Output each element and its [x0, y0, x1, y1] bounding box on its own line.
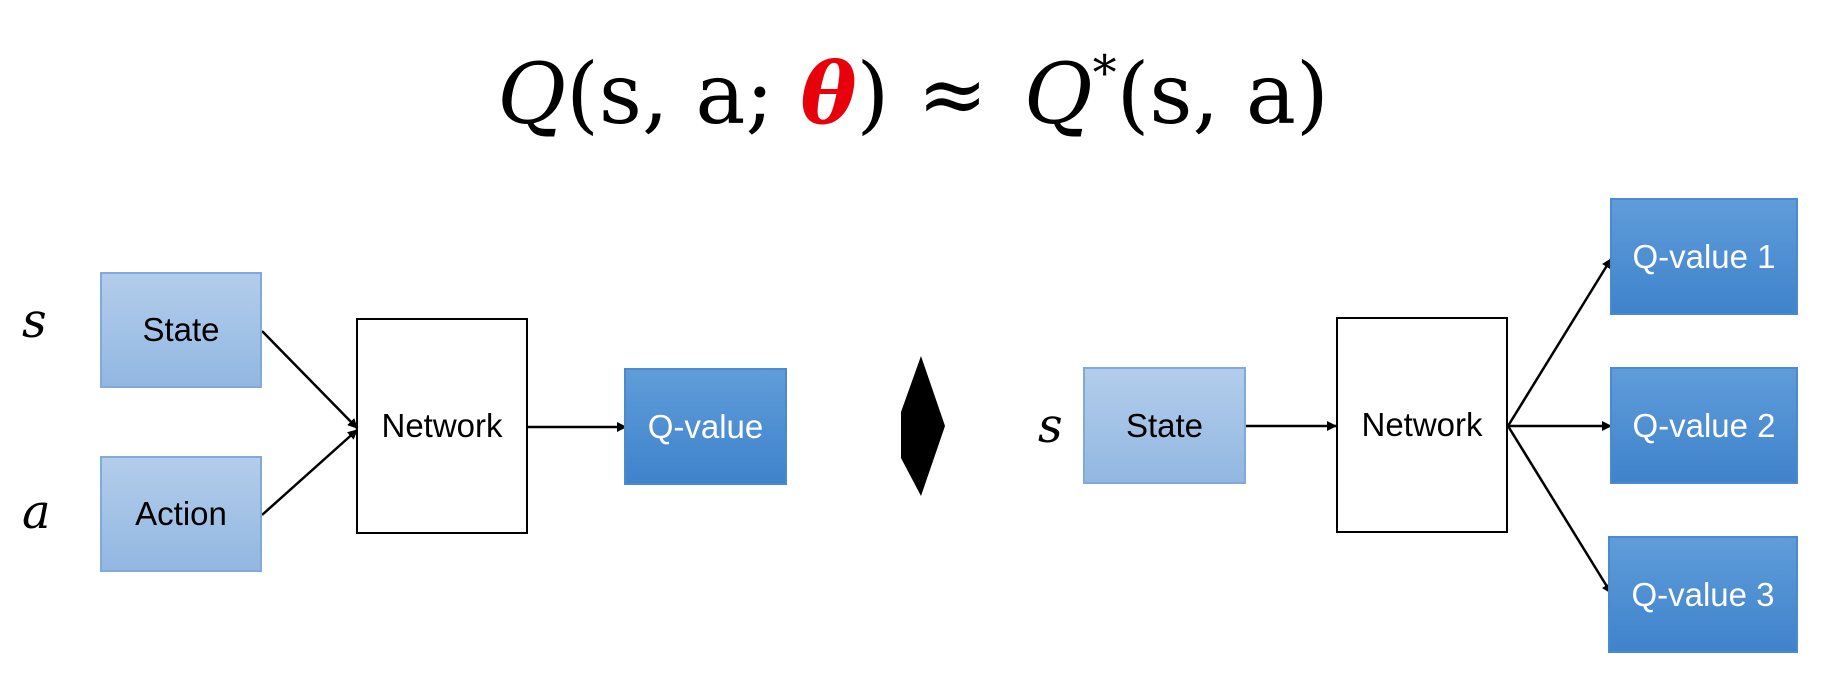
qvalue-2-box: Q-value 2 [1610, 367, 1798, 484]
arrow-network-to-qvalue-3 [1506, 425, 1613, 594]
action-box: Action [100, 456, 262, 572]
state-variable-s-right: s [1038, 398, 1063, 454]
state-box-right-label: State [1125, 406, 1204, 444]
qvalue-box-label: Q-value [647, 407, 764, 445]
approx-symbol: ≈ [917, 45, 988, 143]
qvalue-3-label: Q-value 3 [1631, 575, 1775, 613]
network-box-label: Network [381, 407, 503, 444]
network-box-right-label: Network [1361, 406, 1483, 443]
arrow-network-to-qvalue-1 [1506, 258, 1613, 427]
network-box-right: Network [1336, 317, 1508, 533]
lhs-open-args: (s, a; [566, 45, 801, 143]
state-box-label: State [142, 311, 220, 348]
qvalue-3-box: Q-value 3 [1608, 536, 1798, 653]
arrow-action-to-network [261, 429, 358, 516]
right-arrow-icon [901, 356, 945, 496]
network-box: Network [356, 318, 528, 534]
q-function-equation: Q(s, a; θ)≈Q*(s, a) [0, 18, 1826, 149]
optimal-star: * [1092, 45, 1117, 101]
state-box: State [100, 272, 262, 388]
rhs-q-symbol: Q [1023, 45, 1093, 143]
action-variable-a: a [22, 484, 51, 540]
action-box-label: Action [135, 495, 227, 532]
qvalue-1-box: Q-value 1 [1610, 198, 1798, 315]
lhs-q-symbol: Q [497, 45, 567, 143]
state-box-right: State [1083, 367, 1246, 484]
qvalue-1-label: Q-value 1 [1632, 237, 1776, 275]
state-variable-s: s [22, 293, 47, 349]
rhs-args: (s, a) [1116, 45, 1329, 143]
arrow-state-to-network [261, 330, 358, 429]
qvalue-box: Q-value [624, 368, 787, 485]
theta-parameter: θ [800, 44, 857, 143]
qvalue-2-label: Q-value 2 [1632, 406, 1776, 444]
lhs-close-paren: ) [856, 45, 890, 143]
